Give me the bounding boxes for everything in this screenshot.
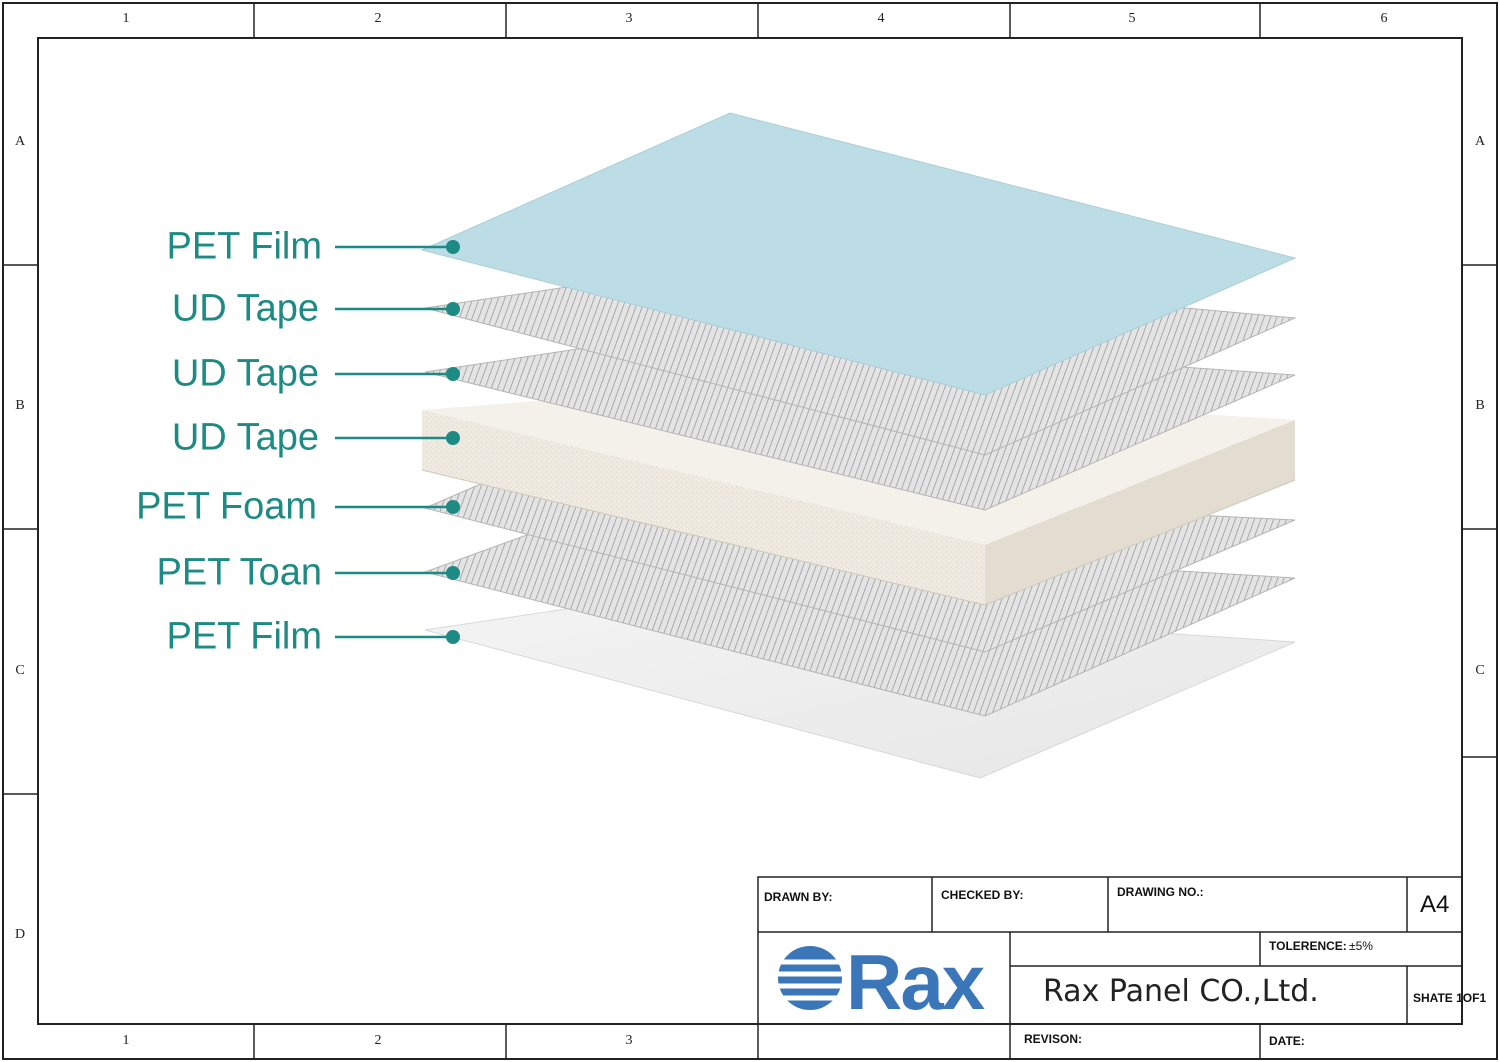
rax-logo-text: Rax	[846, 938, 985, 1026]
title-block-grid	[757, 876, 1463, 1059]
layer-leaders	[335, 245, 453, 639]
drawn-by-label: DRAWN BY:	[764, 890, 833, 904]
zone-col-2-bottom: 2	[374, 1033, 382, 1048]
zone-col-1: 1	[122, 11, 130, 26]
sheet-size: A4	[1420, 891, 1450, 918]
bottom-zone-dividers	[253, 1024, 759, 1059]
zone-row-c-right: C	[1475, 663, 1485, 678]
company-name: Rax Panel CO.,Ltd.	[1043, 974, 1319, 1009]
layer-label-7: PET Film	[166, 615, 322, 658]
inner-frame	[37, 37, 1463, 1025]
zone-col-5: 5	[1128, 11, 1136, 26]
zone-col-6: 6	[1380, 11, 1388, 26]
layer-label-2: UD Tape	[171, 287, 319, 330]
layer-label-4: UD Tape	[171, 416, 319, 459]
panel-layers-illustration	[420, 112, 1297, 779]
tolerance-value: ±5%	[1349, 939, 1373, 953]
zone-row-b-right: B	[1475, 398, 1485, 413]
zone-row-d-left: D	[14, 927, 26, 942]
row-zone-dividers	[3, 264, 1497, 795]
sheet-number: SHATE 1OF1	[1413, 991, 1487, 1005]
zone-col-1-bottom: 1	[122, 1033, 130, 1048]
zone-col-3: 3	[625, 11, 633, 26]
zone-col-2: 2	[374, 11, 382, 26]
globe-stripes-icon	[776, 946, 844, 1010]
layer-label-1: PET Film	[166, 225, 322, 268]
layer-label-3: UD Tape	[171, 352, 319, 395]
zone-col-3-bottom: 3	[625, 1033, 633, 1048]
zone-col-4: 4	[877, 11, 885, 26]
layer-shape-top-film	[420, 112, 1297, 396]
zone-row-a-right: A	[1474, 134, 1486, 149]
top-zone-dividers	[253, 3, 1261, 38]
revision-label: REVISON:	[1024, 1032, 1083, 1046]
layer-label-5: PET Foam	[136, 485, 317, 528]
layer-label-6: PET Toan	[156, 551, 323, 594]
layer-dots	[446, 240, 460, 644]
zone-row-c-left: C	[15, 663, 25, 678]
checked-by-label: CHECKED BY:	[941, 888, 1024, 902]
drawing-no-label: DRAWING NO.:	[1117, 885, 1204, 899]
zone-row-b-left: B	[15, 398, 25, 413]
zone-row-a-left: A	[14, 134, 26, 149]
date-label: DATE:	[1269, 1034, 1305, 1048]
tolerance-label: TOLERENCE:	[1269, 939, 1347, 953]
